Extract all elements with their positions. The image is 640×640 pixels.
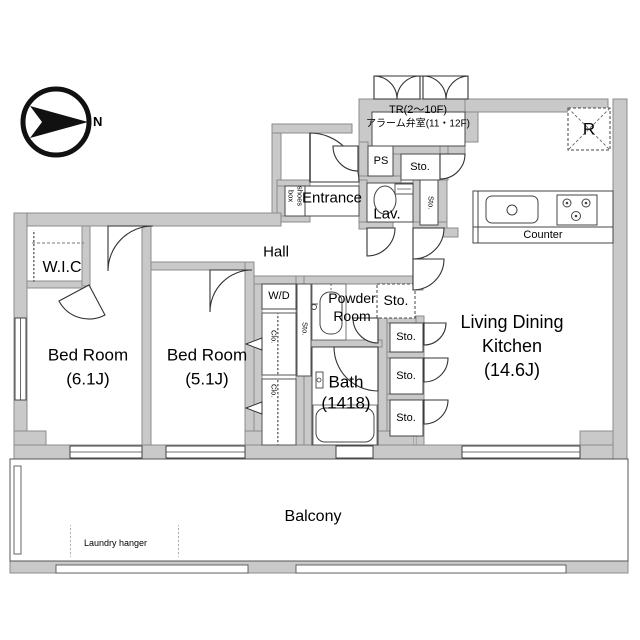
storage-lav-label: Sto.	[426, 196, 436, 210]
lavatory-label: Lav.	[373, 205, 401, 223]
powder-room-label-line2: Room	[333, 308, 371, 325]
bedroom-1-name: Bed Room	[47, 345, 129, 365]
bedroom-2-name: Bed Room	[166, 345, 248, 365]
counter-label: Counter	[523, 228, 563, 241]
bath-size-label: (1418)	[321, 393, 371, 413]
wic-label: W.I.C	[42, 259, 82, 277]
ps-label: PS	[373, 154, 389, 167]
balcony-area	[9, 458, 629, 574]
ldk-size: (14.6J)	[483, 359, 541, 380]
storage-right-2-label: Sto.	[396, 369, 416, 382]
storage-right-1-label: Sto.	[396, 330, 416, 343]
shoes-box-label-line2: box	[286, 190, 296, 203]
shoes-box-label-line1: shoes	[295, 186, 305, 207]
kitchen-fixtures	[472, 107, 614, 244]
refrigerator-label: R	[582, 119, 596, 139]
ldk-name-line2: Kitchen	[481, 335, 543, 356]
hall-label: Hall	[263, 243, 289, 261]
entrance-label: Entrance	[301, 189, 363, 207]
bedroom-1-size: (6.1J)	[66, 369, 110, 389]
windows	[14, 317, 581, 459]
compass-rose	[20, 86, 92, 158]
tr-room-label-line1: TR(2〜10F)	[388, 103, 448, 116]
powder-room-label-line1: Powder	[328, 290, 376, 307]
storage-top-label: Sto.	[410, 160, 430, 173]
bath-label: Bath	[328, 372, 364, 392]
closet-2-label: Clo.	[269, 384, 279, 398]
storage-powder-label: Sto.	[300, 322, 310, 336]
closet-lines	[261, 283, 312, 446]
ldk-name-line1: Living Dining	[460, 311, 564, 332]
bedroom-2-size: (5.1J)	[185, 369, 229, 389]
compass-north-label: N	[93, 114, 103, 129]
wic-shelf	[32, 230, 84, 282]
closet-sliders	[244, 337, 263, 415]
closet-1-label: Clo.	[269, 330, 279, 344]
balcony-label: Balcony	[284, 508, 342, 526]
storage-hall-label: W/D	[268, 289, 290, 302]
tr-room-label-line2: アラーム弁室(11・12F)	[366, 118, 470, 130]
laundry-hanger-label: Laundry hanger	[84, 538, 148, 548]
storage-right-3-label: Sto.	[396, 411, 416, 424]
storage-boxes	[261, 283, 424, 437]
washer-dryer-label: Sto.	[383, 292, 409, 309]
